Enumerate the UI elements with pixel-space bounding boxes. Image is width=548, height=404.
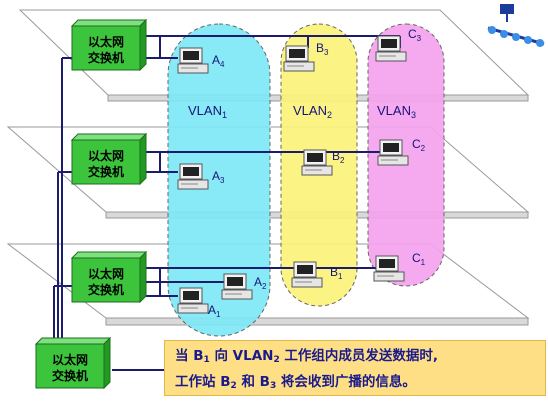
switch-label-line1: 以太网: [88, 34, 124, 49]
caption-box: 当 B1 向 VLAN2 工作组内成员发送数据时, 工作站 B2 和 B3 将会…: [164, 340, 546, 396]
workstation-a3: A3: [177, 163, 225, 190]
workstation-b2: B2: [301, 149, 345, 176]
workstation-label: B1: [330, 265, 343, 281]
switch-label-line2: 交换机: [88, 164, 124, 179]
switch-label-line2: 交换机: [52, 368, 88, 383]
switch-label-line1: 以太网: [88, 148, 124, 163]
workstation-label: C2: [412, 137, 426, 153]
workstation-label: C3: [408, 27, 422, 43]
workstation-label: B2: [332, 149, 345, 165]
workstation-label: C1: [412, 251, 426, 267]
switch-top: 以太网 交换机: [71, 19, 147, 71]
workstation-label: A2: [254, 275, 267, 291]
switch-bottom: 以太网 交换机: [71, 251, 147, 303]
workstation-a1: A1: [177, 287, 221, 319]
vlan3-label: VLAN3: [377, 103, 416, 120]
switch-label-line1: 以太网: [88, 266, 124, 281]
network-logo-icon: [487, 4, 545, 47]
workstation-label: A1: [208, 303, 221, 319]
switch-middle: 以太网 交换机: [71, 133, 147, 185]
network-links: [53, 35, 401, 371]
vlan1-label: VLAN1: [188, 103, 227, 120]
workstation-label: A4: [212, 53, 225, 69]
workstation-c2: C2: [377, 137, 426, 166]
caption-line-1: 当 B1 向 VLAN2 工作组内成员发送数据时,: [175, 348, 439, 365]
switch-label-line2: 交换机: [88, 282, 124, 297]
caption-line-2: 工作站 B2 和 B3 将会收到广播的信息。: [175, 374, 416, 391]
vlan3-region: [367, 23, 445, 287]
workstation-a2: A2: [221, 273, 267, 300]
workstation-a4: A4: [177, 47, 225, 74]
switch-label-line1: 以太网: [52, 352, 88, 367]
workstation-label: B3: [316, 41, 329, 57]
workstation-c1: C1: [373, 251, 426, 282]
workstation-label: A3: [212, 169, 225, 185]
vlan2-label: VLAN2: [293, 103, 332, 120]
workstation-c3: C3: [375, 27, 422, 62]
workstation-b1: B1: [291, 261, 343, 288]
workstation-b3: B3: [283, 41, 329, 72]
switch-root: 以太网 交换机: [35, 337, 111, 389]
switch-label-line2: 交换机: [88, 50, 124, 65]
vlan1-region: [167, 23, 271, 337]
